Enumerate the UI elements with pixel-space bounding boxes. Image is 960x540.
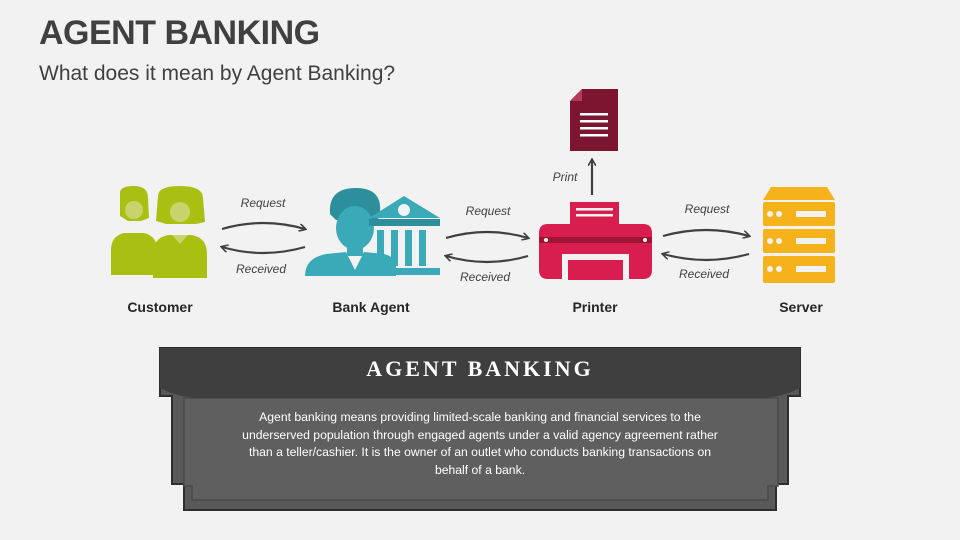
arrow-label-request: Request <box>465 204 511 218</box>
page-title: AGENT BANKING <box>39 14 320 52</box>
document-icon <box>570 89 618 151</box>
arrow-label-received: Received <box>459 270 511 284</box>
customers-icon <box>111 186 207 278</box>
arrow-customer-agent <box>222 221 305 255</box>
definition-box <box>159 347 801 511</box>
arrow-agent-printer <box>446 230 528 264</box>
definition-title: AGENT BANKING <box>366 356 594 381</box>
page-subtitle: What does it mean by Agent Banking? <box>39 62 396 85</box>
arrow-label-request: Request <box>240 196 286 210</box>
server-icon <box>763 187 835 283</box>
arrow-label-received: Received <box>678 267 730 281</box>
bank-agent-icon <box>305 188 440 276</box>
node-label-bank-agent: Bank Agent <box>332 299 410 315</box>
arrow-label-request: Request <box>684 202 730 216</box>
printer-icon <box>539 202 652 283</box>
arrow-printer-server <box>663 228 749 262</box>
node-label-customer: Customer <box>127 299 193 315</box>
node-label-printer: Printer <box>572 299 618 315</box>
definition-body: Agent banking means providing limited-sc… <box>242 410 718 477</box>
arrow-label-received: Received <box>235 262 287 276</box>
node-label-server: Server <box>779 299 823 315</box>
arrow-label-print: Print <box>552 170 578 184</box>
